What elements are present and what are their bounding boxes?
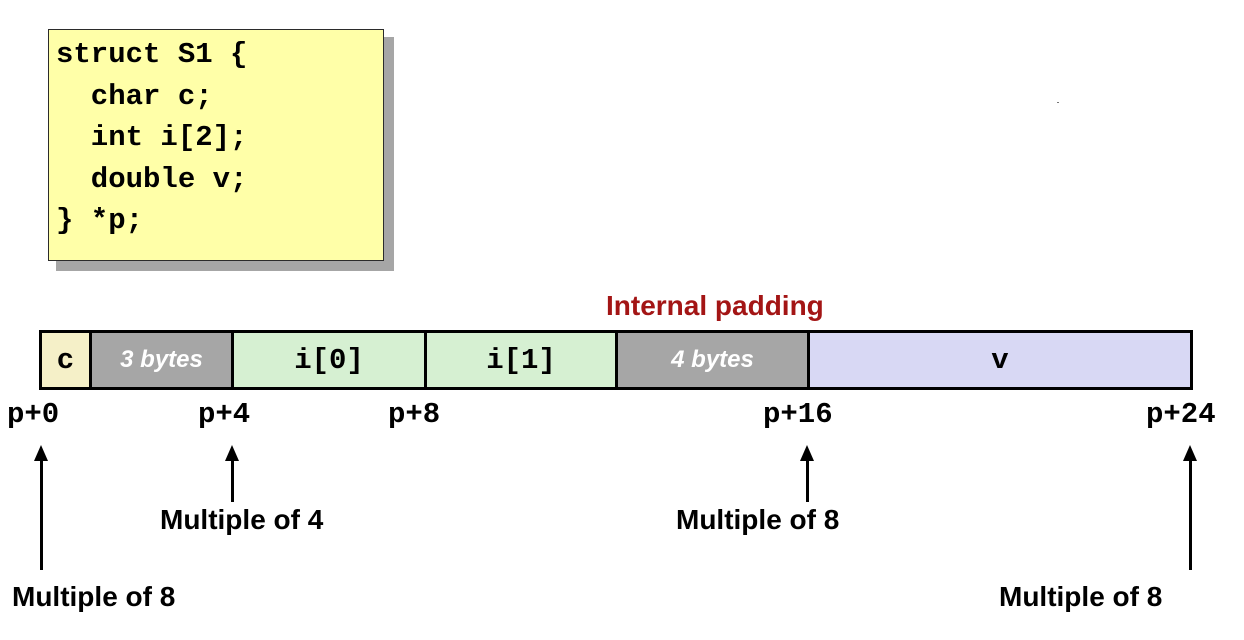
note-p4-multiple-of-4: Multiple of 4 <box>160 504 324 535</box>
field-i0: i[0] <box>234 333 427 387</box>
offset-p4: p+4 <box>198 398 251 431</box>
offset-p24: p+24 <box>1146 398 1216 431</box>
code-line: } *p; <box>56 204 144 237</box>
field-v: v <box>810 333 1190 387</box>
field-i1: i[1] <box>427 333 618 387</box>
note-p16-multiple-of-8: Multiple of 8 <box>676 504 840 535</box>
padding-3-bytes: 3 bytes <box>92 333 234 387</box>
offset-p8: p+8 <box>388 398 441 431</box>
code-line: struct S1 { <box>56 38 248 71</box>
code-line: double v; <box>56 163 248 196</box>
arrow-up-p4 <box>225 445 239 502</box>
padding-4-bytes: 4 bytes <box>618 333 810 387</box>
offset-p0: p+0 <box>7 398 60 431</box>
note-p0-multiple-of-8: Multiple of 8 <box>12 581 176 612</box>
padding-label: 4 bytes <box>671 346 754 373</box>
memory-layout-bar: c 3 bytes i[0] i[1] 4 bytes v <box>39 330 1193 390</box>
field-c: c <box>42 333 92 387</box>
struct-code-box: struct S1 { char c; int i[2]; double v; … <box>48 29 384 261</box>
code-line: int i[2]; <box>56 121 248 154</box>
code-line: char c; <box>56 80 213 113</box>
field-label: c <box>56 343 75 377</box>
field-label: v <box>991 343 1009 377</box>
note-p24-multiple-of-8: Multiple of 8 <box>999 581 1163 612</box>
arrow-up-p16 <box>800 445 814 502</box>
offset-p16: p+16 <box>763 398 833 431</box>
field-label: i[0] <box>294 343 364 377</box>
padding-label: 3 bytes <box>120 346 203 373</box>
internal-padding-label: Internal padding <box>606 290 824 321</box>
stray-dot <box>1057 102 1059 103</box>
field-label: i[1] <box>486 343 556 377</box>
arrow-up-p24 <box>1183 445 1197 570</box>
arrow-up-p0 <box>34 445 48 570</box>
